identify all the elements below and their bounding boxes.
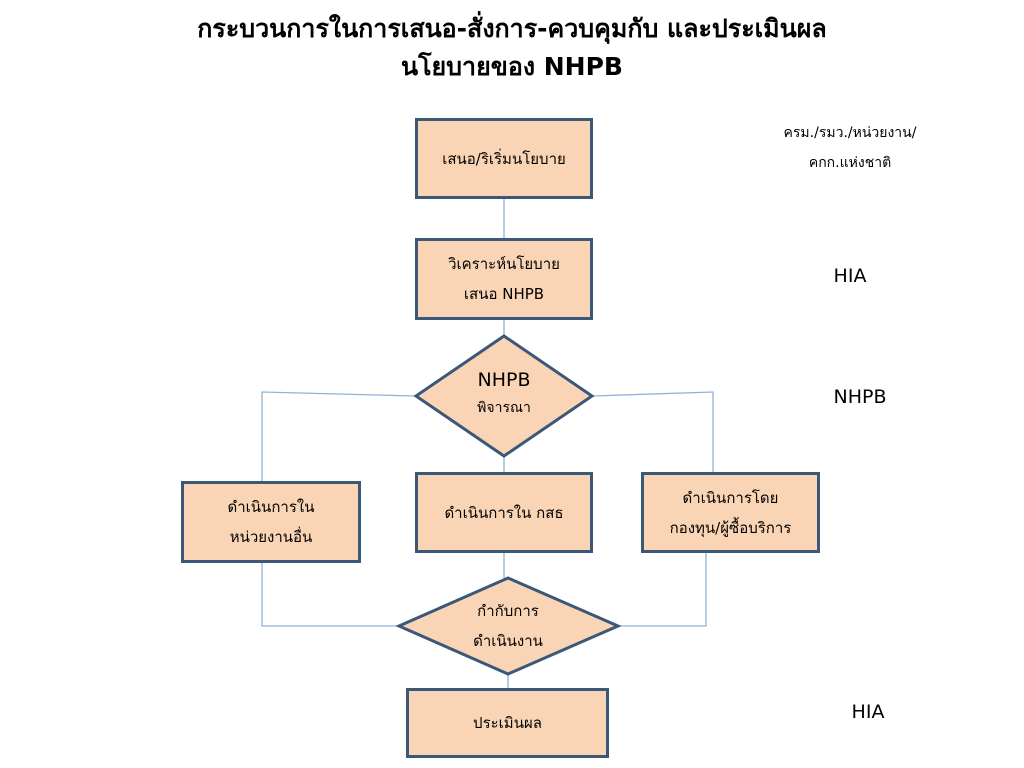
side-label-hia-bottom: HIA xyxy=(851,701,885,723)
node-consider-line-1: NHPB xyxy=(477,369,531,391)
node-other-agency-line-1: ดำเนินการใน xyxy=(227,498,315,516)
node-monitor-line-2: ดำเนินงาน xyxy=(473,632,543,650)
node-propose-policy: เสนอ/ริเริ่มนโยบาย xyxy=(415,118,593,199)
node-evaluate: ประเมินผล xyxy=(406,688,609,758)
connector-fund-monitor xyxy=(618,553,707,627)
connector-other-agency-monitor xyxy=(261,563,399,627)
node-evaluate-label: ประเมินผล xyxy=(473,714,542,732)
node-analyze-policy: วิเคราะห์นโยบาย เสนอ NHPB xyxy=(415,238,593,320)
node-fund-line-1: ดำเนินการโดย xyxy=(682,488,779,507)
node-analyze-line-2: เสนอ NHPB xyxy=(463,285,545,303)
side-label-nhpb: NHPB xyxy=(833,386,887,408)
title-line-1: กระบวนการในการเสนอ-สั่งการ-ควบคุมกับ และ… xyxy=(197,14,827,43)
node-other-agency-line-2: หน่วยงานอื่น xyxy=(229,528,313,546)
node-propose-label: เสนอ/ริเริ่มนโยบาย xyxy=(442,149,566,168)
decision-diamond-monitor xyxy=(395,576,622,676)
node-consider-text: NHPB พิจารณา xyxy=(456,360,552,428)
node-analyze-line-1: วิเคราะห์นโยบาย xyxy=(448,255,560,273)
side-label-actors: ครม./รมว./หน่วยงาน/ คกก.แห่งชาติ xyxy=(765,118,935,178)
decision-diamond-consider xyxy=(413,334,595,458)
side-label-actors-line-2: คกก.แห่งชาติ xyxy=(808,155,892,171)
node-thaihealth-label: ดำเนินการใน กสธ xyxy=(444,503,564,522)
connector-consider-other-agency xyxy=(261,391,417,481)
side-label-actors-line-1: ครม./รมว./หน่วยงาน/ xyxy=(783,125,917,141)
node-monitor-text: กำกับการ ดำเนินงาน xyxy=(448,594,568,658)
node-other-agency: ดำเนินการใน หน่วยงานอื่น xyxy=(181,481,361,563)
side-label-hia-top: HIA xyxy=(833,265,867,287)
node-fund-line-2: กองทุน/ผู้ซื้อบริการ xyxy=(669,518,792,537)
connector-consider-fund xyxy=(591,391,714,472)
title-line-2: นโยบายของ NHPB xyxy=(401,52,623,81)
node-thaihealth: ดำเนินการใน กสธ xyxy=(415,472,593,553)
node-fund: ดำเนินการโดย กองทุน/ผู้ซื้อบริการ xyxy=(641,472,820,553)
node-monitor-line-1: กำกับการ xyxy=(477,602,539,620)
page-title: กระบวนการในการเสนอ-สั่งการ-ควบคุมกับ และ… xyxy=(0,10,1024,86)
node-consider-line-2: พิจารณา xyxy=(477,400,531,416)
